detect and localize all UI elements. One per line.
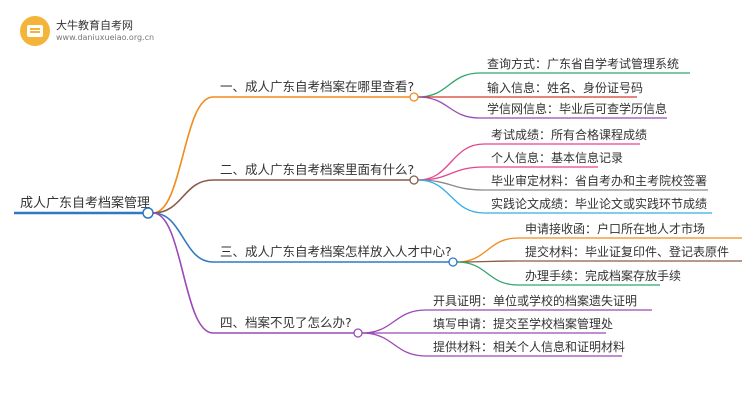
logo-name: 大牛教育自考网 bbox=[56, 19, 133, 32]
branch-4-node-circle bbox=[353, 328, 363, 338]
branch-3-child-2-topic: 提交材料：毕业证复印件、登记表原件 bbox=[525, 244, 729, 259]
branch-4-child-1-topic: 开具证明：单位或学校的档案遗失证明 bbox=[433, 293, 637, 308]
logo-url: www.daniuxueiao.org.cn bbox=[56, 33, 155, 42]
branch-2-child-2-link bbox=[417, 166, 485, 181]
book-icon bbox=[20, 16, 50, 46]
branch-4-child-2-topic: 填写申请：提交至学校档案管理处 bbox=[433, 316, 613, 331]
branch-3-topic: 三、成人广东自考档案怎样放入人才中心? bbox=[220, 244, 452, 259]
branch-2-child-1-link bbox=[417, 143, 485, 181]
branch-1-node-circle bbox=[409, 92, 419, 102]
branch-2-link bbox=[152, 179, 214, 214]
branch-3-child-1-link bbox=[456, 237, 519, 263]
branch-2-child-2-topic: 个人信息：基本信息记录 bbox=[491, 150, 623, 165]
branch-2-child-1-topic: 考试成绩：所有合格课程成绩 bbox=[491, 127, 647, 142]
branch-3-child-1-topic: 申请接收函：户口所在地人才市场 bbox=[525, 221, 705, 236]
branch-1-topic: 一、成人广东自考档案在哪里查看? bbox=[220, 79, 414, 94]
root-topic: 成人广东自考档案管理 bbox=[20, 196, 150, 211]
branch-2-node-circle bbox=[409, 175, 419, 185]
branch-3-node-circle bbox=[448, 257, 458, 267]
branch-4-child-1-link bbox=[361, 309, 427, 334]
branch-2-child-4-link bbox=[417, 179, 485, 214]
branch-1-link bbox=[152, 96, 214, 214]
branch-2-child-4-topic: 实践论文成绩：毕业论文或实践环节成绩 bbox=[491, 196, 707, 211]
branch-3-child-3-topic: 办理手续：完成档案存放手续 bbox=[525, 268, 681, 283]
root-node-circle bbox=[142, 207, 154, 219]
branch-1-child-3-link bbox=[417, 96, 481, 119]
branch-1-child-2-topic: 输入信息：姓名、身份证号码 bbox=[487, 80, 643, 95]
site-logo: 大牛教育自考网 www.daniuxueiao.org.cn bbox=[14, 14, 174, 54]
branch-1-child-3-topic: 学信网信息：毕业后可查学历信息 bbox=[487, 101, 667, 116]
branch-1-child-1-topic: 查询方式：广东省自学考试管理系统 bbox=[487, 56, 679, 71]
branch-4-link bbox=[152, 212, 214, 334]
branch-4-child-3-link bbox=[361, 332, 427, 357]
branch-2-child-3-topic: 毕业审定材料：省自考办和主考院校签署 bbox=[491, 173, 707, 188]
branch-4-child-3-topic: 提供材料：相关个人信息和证明材料 bbox=[433, 339, 625, 354]
branch-4-topic: 四、档案不见了怎么办? bbox=[220, 315, 352, 330]
branch-3-child-3-link bbox=[456, 261, 519, 286]
branch-1-child-1-link bbox=[417, 72, 481, 98]
branch-3-link bbox=[152, 212, 214, 263]
branch-2-topic: 二、成人广东自考档案里面有什么? bbox=[220, 162, 414, 177]
